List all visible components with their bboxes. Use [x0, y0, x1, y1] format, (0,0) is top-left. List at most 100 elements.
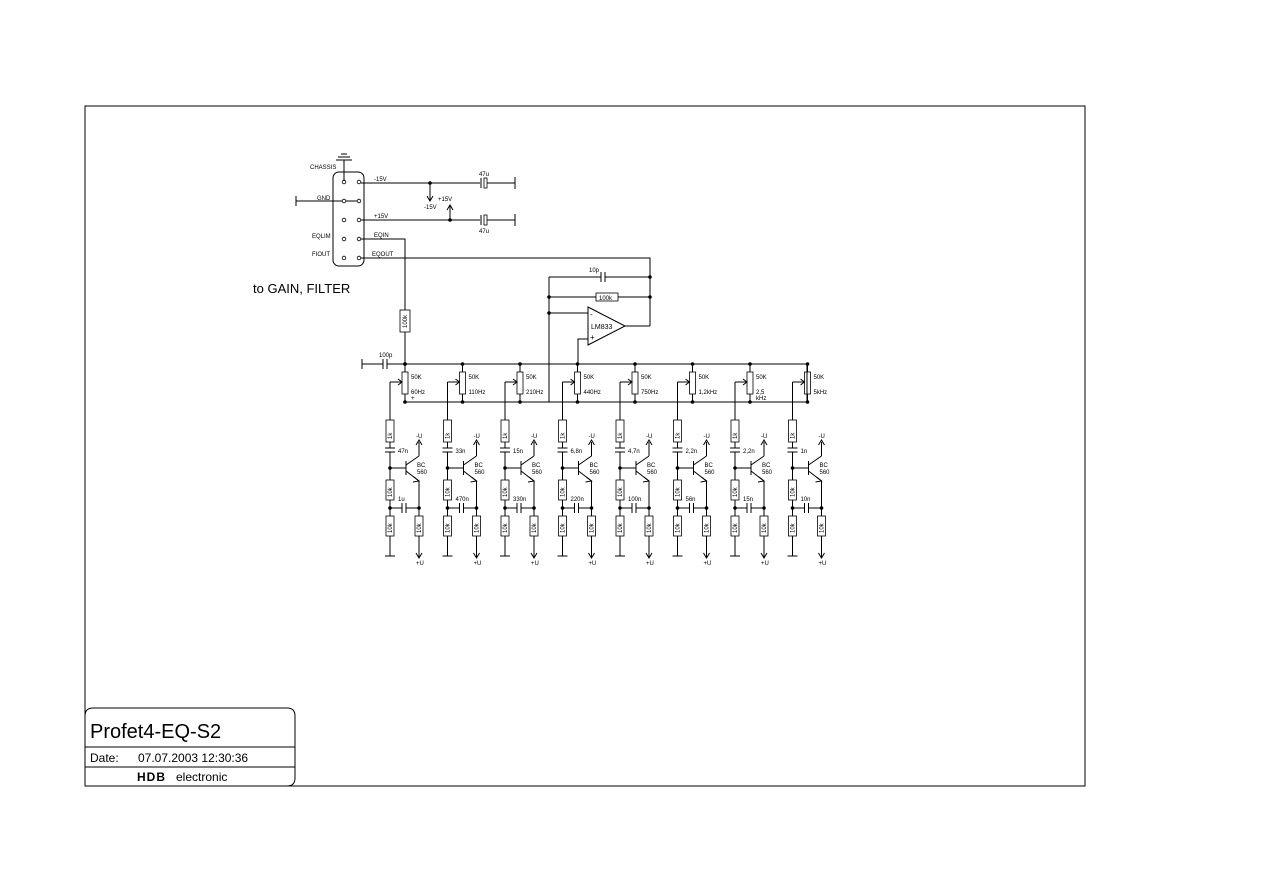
eqin-path: 100k — [361, 238, 411, 364]
opamp-lm833: LM833 - + 10p 100k — [547, 268, 652, 402]
band-pot — [631, 371, 639, 395]
svg-text:100p: 100p — [379, 353, 393, 359]
band-res-1k-label: 1k — [561, 432, 567, 439]
transistor-part: 560 — [590, 470, 601, 476]
pos-supply-label: +U — [589, 561, 597, 567]
neg-supply-label: -U — [761, 434, 767, 440]
band-res-mid-label: 10k — [561, 486, 567, 497]
svg-text:LM833: LM833 — [591, 324, 613, 331]
band-res-bottom-left-label: 10k — [503, 522, 509, 533]
band-cap2: 330n — [513, 497, 526, 503]
band-res-1k-label: 1k — [676, 432, 682, 439]
band-res-bottom-right-label: 10k — [475, 522, 481, 533]
transistor-part: 560 — [762, 470, 773, 476]
band-res-bottom-left-label: 10k — [791, 522, 797, 533]
band-cap1: 6,8n — [571, 449, 583, 455]
band-pot — [689, 371, 696, 395]
pos-supply-label: +U — [704, 561, 712, 567]
band-pot-value: 50K — [756, 375, 767, 381]
transistor-label: BC — [705, 463, 714, 469]
transistor-part: 560 — [532, 470, 543, 476]
pos-supply-label: +U — [416, 561, 424, 567]
band-pot — [516, 371, 524, 395]
date-label: Date: — [90, 751, 119, 765]
transistor-part: 560 — [820, 470, 831, 476]
band-res-bottom-right-label: 10k — [705, 522, 711, 533]
band-res-mid-label: 10k — [503, 486, 509, 497]
band-cap2: 15n — [743, 497, 753, 503]
band-res-bottom-left-label: 10k — [676, 522, 682, 533]
band-res-1k-label: 1k — [388, 432, 394, 439]
transistor-label: BC — [762, 463, 771, 469]
band-frequency: 60Hz — [411, 390, 425, 396]
band-res-bottom-left-label: 10k — [561, 522, 567, 533]
band-res-1k-label: 1k — [446, 432, 452, 439]
transistor-label: BC — [417, 463, 426, 469]
band-cap1: 4,7n — [628, 449, 640, 455]
transistor-label: BC — [647, 463, 656, 469]
band-cap1: 2,2n — [686, 449, 698, 455]
transistor-part: 560 — [705, 470, 716, 476]
pin-label-eqlim: EQLIM — [312, 234, 331, 240]
band-res-bottom-left-label: 10k — [446, 522, 452, 533]
band-frequency: 750Hz — [641, 390, 658, 396]
band-frequency: 2,5 — [756, 390, 765, 396]
pos-supply-label: +U — [474, 561, 482, 567]
band-res-bottom-right-label: 10k — [762, 522, 768, 533]
band-cap2: 470n — [456, 497, 469, 503]
band-pot-value: 50K — [584, 375, 595, 381]
drawing-title: Profet4-EQ-S2 — [90, 721, 221, 743]
band-cap2: 1u — [398, 497, 405, 503]
band-pot-note: kHz — [756, 396, 766, 402]
sheet-border — [84, 105, 1086, 787]
band-res-mid-label: 10k — [446, 486, 452, 497]
band-res-bottom-left-label: 10k — [618, 522, 624, 533]
band-res-mid-label: 10k — [676, 486, 682, 497]
transistor-part: 560 — [647, 470, 658, 476]
neg-supply-label: -U — [704, 434, 710, 440]
svg-text:-: - — [590, 310, 593, 319]
band-cap2: 220n — [571, 497, 584, 503]
band-res-mid-label: 10k — [618, 486, 624, 497]
band-frequency: 110Hz — [469, 390, 486, 396]
transistor-part: 560 — [417, 470, 428, 476]
pos-supply-label: +U — [819, 561, 827, 567]
band-frequency: 210Hz — [526, 390, 543, 396]
pin-label-fiout: FIOUT — [312, 252, 330, 258]
pos-rail-label: +15V — [438, 197, 452, 203]
svg-text:47u: 47u — [479, 229, 489, 235]
connector-pins — [341, 179, 362, 261]
date-value: 07.07.2003 12:30:36 — [138, 751, 248, 765]
band-pot — [459, 371, 466, 395]
pin-label-chassis: CHASSIS — [310, 165, 336, 171]
eq-bands: 50K60Hz+1k47n10k1u10kBC560-U10k+U50K110H… — [385, 362, 830, 567]
band-res-mid-label: 10k — [733, 486, 739, 497]
band-pot — [746, 371, 754, 395]
band-res-bottom-left-label: 10k — [388, 522, 394, 533]
connector: CHASSIS GND EQLIM FIOUT -15V +15V EQIN E… — [295, 153, 394, 267]
pin-label-neg15: -15V — [374, 177, 387, 183]
band-res-1k-label: 1k — [791, 432, 797, 439]
band-pot-value: 50K — [699, 375, 710, 381]
band-cap1: 1n — [801, 449, 808, 455]
band-res-mid-label: 10k — [388, 486, 394, 497]
pos-supply-label: +U — [646, 561, 654, 567]
power-section: -15V +15V 47u 47u — [361, 172, 516, 235]
input-cap: 100p — [361, 353, 407, 369]
neg-supply-label: -U — [819, 434, 825, 440]
eqout-path — [361, 257, 651, 326]
band-res-bottom-right-label: 10k — [532, 522, 538, 533]
neg-supply-label: -U — [474, 434, 480, 440]
band-pot-value: 50K — [814, 375, 825, 381]
company-name: electronic — [176, 770, 227, 784]
band-pot-note: + — [411, 396, 415, 402]
pin-label-eqout: EQOUT — [372, 252, 394, 258]
band-res-bottom-right-label: 10k — [590, 522, 596, 533]
decoupling-cap-top: 47u — [479, 172, 516, 189]
title-block: Profet4-EQ-S2 Date: 07.07.2003 12:30:36 … — [84, 707, 296, 787]
band-pot-value: 50K — [526, 375, 537, 381]
